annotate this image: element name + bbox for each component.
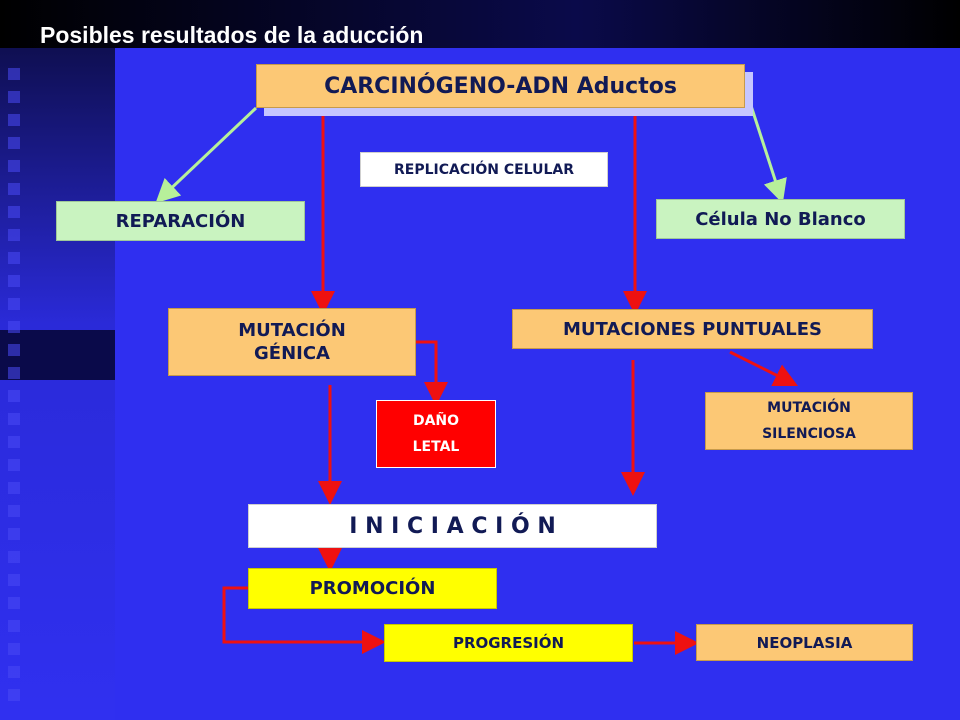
silent-mutation-box: MUTACIÓN SILENCIOSA bbox=[705, 392, 913, 450]
neoplasia-box: NEOPLASIA bbox=[696, 624, 913, 661]
decorative-square bbox=[8, 160, 20, 172]
decorative-square bbox=[8, 367, 20, 379]
replication-label: REPLICACIÓN CELULAR bbox=[394, 161, 574, 178]
decorative-square bbox=[8, 137, 20, 149]
decorative-square bbox=[8, 597, 20, 609]
decorative-square bbox=[8, 344, 20, 356]
decorative-square bbox=[8, 68, 20, 80]
point-mutations-box: MUTACIONES PUNTUALES bbox=[512, 309, 873, 349]
promotion-box: PROMOCIÓN bbox=[248, 568, 497, 609]
lethal-damage-line-1: DAÑO bbox=[412, 413, 460, 429]
decorative-square bbox=[8, 275, 20, 287]
gene-mutation-line-2: GÉNICA bbox=[254, 343, 330, 364]
decorative-square bbox=[8, 206, 20, 218]
initiation-label: I N I C I A C I Ó N bbox=[349, 513, 556, 539]
decorative-square bbox=[8, 482, 20, 494]
decorative-square bbox=[8, 666, 20, 678]
decorative-square bbox=[8, 436, 20, 448]
decorative-square bbox=[8, 551, 20, 563]
initiation-box: I N I C I A C I Ó N bbox=[248, 504, 657, 548]
decorative-square bbox=[8, 459, 20, 471]
silent-mutation-line-2: SILENCIOSA bbox=[762, 426, 856, 442]
decorative-square bbox=[8, 114, 20, 126]
non-target-cell-label: Célula No Blanco bbox=[695, 208, 866, 230]
silent-mutation-line-1: MUTACIÓN bbox=[767, 400, 851, 416]
decorative-square bbox=[8, 321, 20, 333]
decorative-square bbox=[8, 643, 20, 655]
decorative-square bbox=[8, 229, 20, 241]
carcinogen-label: CARCINÓGENO-ADN Aductos bbox=[324, 73, 677, 99]
gene-mutation-line-1: MUTACIÓN bbox=[238, 320, 346, 341]
decorative-square bbox=[8, 689, 20, 701]
decorative-square bbox=[8, 91, 20, 103]
carcinogen-box: CARCINÓGENO-ADN Aductos bbox=[256, 64, 745, 108]
repair-box: REPARACIÓN bbox=[56, 201, 305, 241]
neoplasia-label: NEOPLASIA bbox=[756, 633, 853, 652]
decorative-square bbox=[8, 528, 20, 540]
decorative-square bbox=[8, 620, 20, 632]
decorative-square bbox=[8, 183, 20, 195]
decorative-square bbox=[8, 413, 20, 425]
decorative-square bbox=[8, 298, 20, 310]
gene-mutation-box: MUTACIÓN GÉNICA bbox=[168, 308, 416, 376]
lethal-damage-box: DAÑO LETAL bbox=[376, 400, 496, 468]
progression-label: PROGRESIÓN bbox=[452, 634, 565, 652]
replication-box: REPLICACIÓN CELULAR bbox=[360, 152, 608, 187]
slide-title: Posibles resultados de la aducción bbox=[40, 22, 424, 48]
repair-label: REPARACIÓN bbox=[115, 210, 246, 232]
non-target-cell-box: Célula No Blanco bbox=[656, 199, 905, 239]
decorative-square bbox=[8, 574, 20, 586]
promotion-label: PROMOCIÓN bbox=[309, 578, 436, 599]
point-mutations-label: MUTACIONES PUNTUALES bbox=[562, 318, 822, 340]
progression-box: PROGRESIÓN bbox=[384, 624, 633, 662]
decorative-square bbox=[8, 252, 20, 264]
decorative-square bbox=[8, 505, 20, 517]
lethal-damage-line-2: LETAL bbox=[412, 439, 460, 455]
decorative-square bbox=[8, 390, 20, 402]
